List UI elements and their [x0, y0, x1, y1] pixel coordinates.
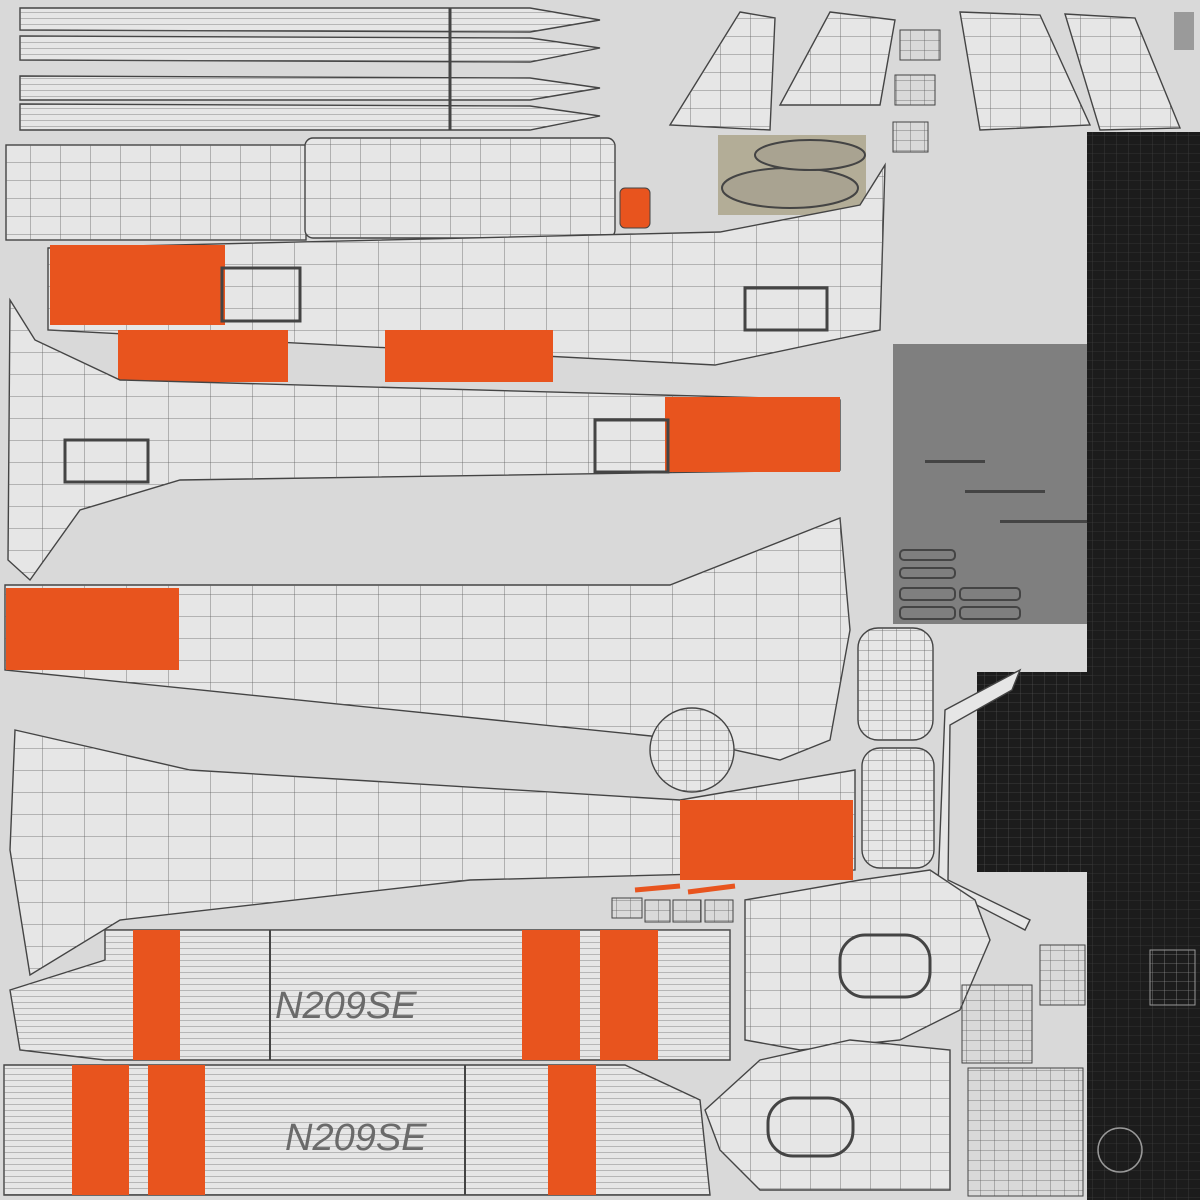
engine-cowling-2 — [704, 1039, 951, 1191]
lower-panel-2 — [3, 1064, 711, 1196]
side-blocks — [5, 137, 651, 241]
fuselage-strip-1 — [47, 162, 886, 366]
tan-panel — [718, 135, 866, 215]
small-parts — [611, 883, 736, 923]
sphere-and-canopy — [649, 627, 1031, 931]
fuselage-strip-3 — [4, 517, 851, 761]
lower-panel-1 — [9, 929, 731, 1061]
engine-cowling-1 — [744, 869, 991, 1051]
wing-strips-top — [19, 7, 601, 131]
orange-patch — [385, 330, 553, 382]
orange-patch — [118, 330, 288, 382]
registration-lower: N209SE — [285, 1117, 427, 1159]
tail-pieces-top — [668, 11, 1194, 153]
nacelle-pieces — [961, 944, 1086, 1197]
fuselage-strip-4 — [9, 729, 856, 977]
dark-panel-right — [977, 132, 1200, 1200]
fuselage-strip-2 — [7, 297, 841, 582]
registration-upper: N209SE — [275, 985, 417, 1027]
